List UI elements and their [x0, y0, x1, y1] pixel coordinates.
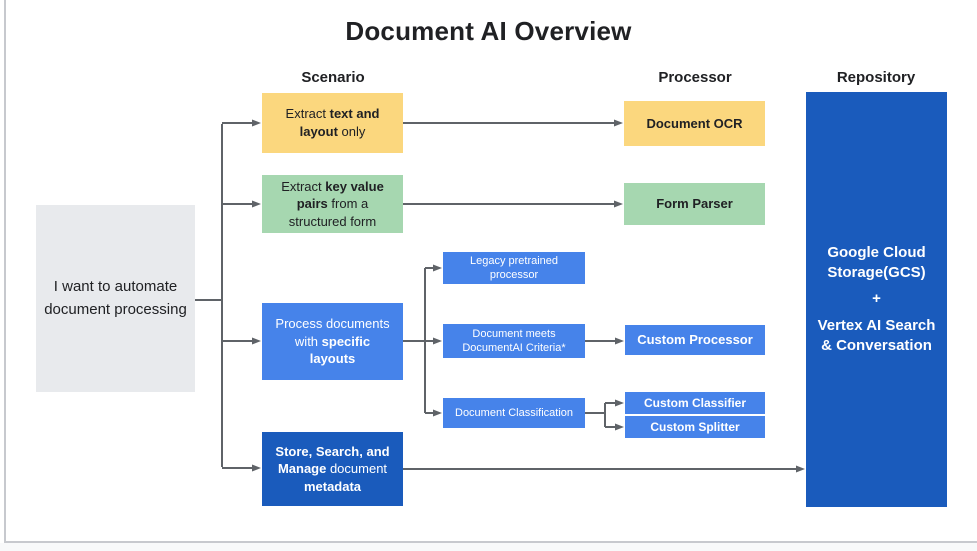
processor-document-ocr: Document OCR — [624, 101, 765, 146]
processor-custom-classifier-label: Custom Classifier — [643, 395, 747, 410]
frame-bottom-border — [4, 541, 977, 543]
processor-document-ocr-label: Document OCR — [646, 115, 743, 131]
processor-form-parser: Form Parser — [624, 183, 765, 225]
repository-box: Google Cloud Storage(GCS) + Vertex AI Se… — [806, 92, 947, 507]
processor-custom-classifier: Custom Classifier — [625, 392, 765, 414]
scenario-store-search-manage-label: Store, Search, and Manage document metad… — [275, 443, 390, 494]
processor-custom-processor-label: Custom Processor — [637, 332, 753, 348]
scenario-process-specific-layouts-label: Process documents with specific layouts — [275, 316, 390, 367]
scenario-extract-key-value-label: Extract key value pairs from a structure… — [281, 178, 384, 229]
repository-label: Google Cloud Storage(GCS) + Vertex AI Se… — [814, 243, 939, 356]
column-header-repository: Repository — [836, 69, 916, 86]
prompt-box: I want to automate document processing — [36, 205, 195, 392]
column-header-scenario: Scenario — [301, 69, 365, 86]
scenario-extract-key-value: Extract key value pairs from a structure… — [262, 175, 403, 233]
frame-outside-area — [0, 543, 977, 551]
repository-plus: + — [872, 290, 881, 308]
prompt-text: I want to automate document processing — [44, 278, 187, 318]
repository-line1: Google Cloud Storage(GCS) — [827, 243, 926, 282]
decision-document-classification-label: Document Classification — [455, 406, 573, 419]
processor-custom-processor: Custom Processor — [625, 325, 765, 355]
decision-documentai-criteria-label: Document meets DocumentAI Criteria* — [462, 327, 566, 354]
frame-left-border — [4, 0, 6, 543]
column-header-processor: Processor — [658, 69, 732, 86]
repository-line2: Vertex AI Search & Conversation — [817, 316, 936, 354]
processor-form-parser-label: Form Parser — [656, 196, 733, 212]
processor-custom-splitter-label: Custom Splitter — [650, 419, 740, 434]
scenario-extract-text-layout: Extract text and layout only — [262, 93, 403, 153]
scenario-store-search-manage: Store, Search, and Manage document metad… — [262, 432, 403, 506]
page-title: Document AI Overview — [345, 16, 632, 46]
processor-custom-splitter: Custom Splitter — [625, 416, 765, 438]
decision-documentai-criteria: Document meets DocumentAI Criteria* — [443, 324, 585, 358]
decision-document-classification: Document Classification — [443, 398, 585, 428]
scenario-process-specific-layouts: Process documents with specific layouts — [262, 303, 403, 380]
decision-legacy-pretrained-label: Legacy pretrained processor — [469, 254, 559, 281]
scenario-extract-text-layout-label: Extract text and layout only — [285, 106, 380, 139]
decision-legacy-pretrained: Legacy pretrained processor — [443, 252, 585, 284]
